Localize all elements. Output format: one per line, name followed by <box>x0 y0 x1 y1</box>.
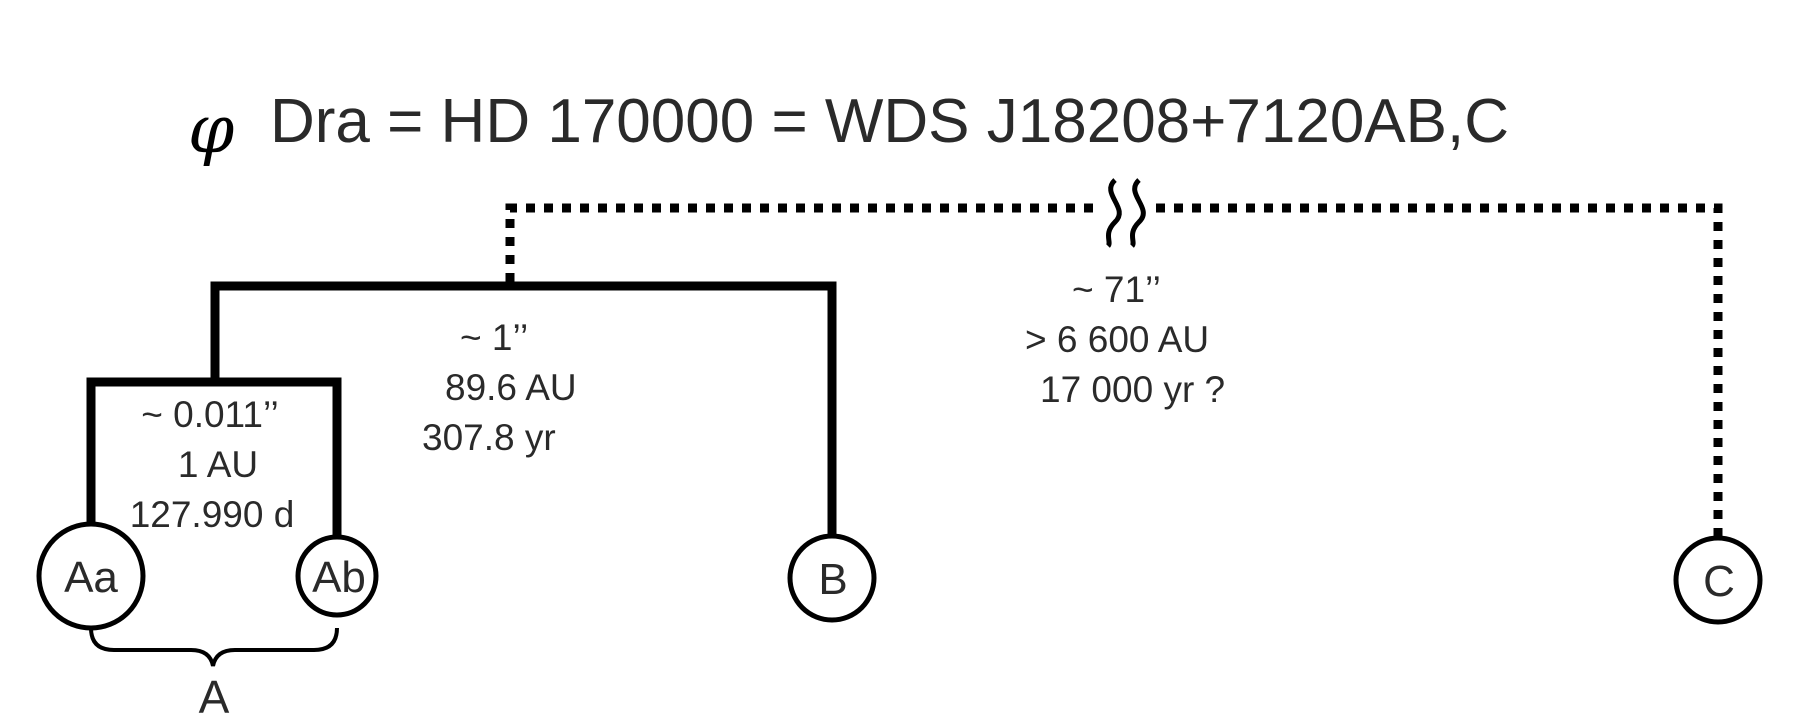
star-aa-label: Aa <box>64 553 118 602</box>
phi-symbol: φ <box>188 91 234 168</box>
break-symbol-left <box>1105 178 1122 248</box>
aa-ab-distance: 1 AU <box>178 444 258 485</box>
a-b-connector <box>210 281 837 538</box>
star-b-circle <box>787 533 877 623</box>
group-a-label: A <box>199 671 230 716</box>
aa-ab-period: 127.990 d <box>130 494 295 535</box>
aa-ab-connector <box>86 377 342 538</box>
ab-c-connector <box>505 203 1723 536</box>
ab-c-distance: > 6 600 AU <box>1025 319 1209 360</box>
a-b-separation: ~ 1’’ <box>460 317 528 358</box>
star-c-circle <box>1673 535 1763 625</box>
a-b-period: 307.8 yr <box>422 417 556 458</box>
star-aa: Aa <box>36 521 146 631</box>
a-b-distance: 89.6 AU <box>445 367 577 408</box>
group-a-brace <box>89 627 339 667</box>
break-symbol-right <box>1129 178 1146 248</box>
star-ab-circle <box>295 534 379 618</box>
ab-c-period: 17 000 yr ? <box>1040 369 1225 410</box>
star-ab: Ab <box>295 534 379 618</box>
aa-ab-separation: ~ 0.011’’ <box>141 394 279 435</box>
star-b-label: B <box>818 555 847 604</box>
ab-c-separation: ~ 71’’ <box>1072 269 1161 310</box>
star-c-label: C <box>1703 557 1735 606</box>
star-b: B <box>787 533 877 623</box>
star-ab-label: Ab <box>312 553 366 602</box>
star-c: C <box>1673 535 1763 625</box>
diagram-title: Dra = HD 170000 = WDS J18208+7120AB,C <box>270 87 1509 156</box>
